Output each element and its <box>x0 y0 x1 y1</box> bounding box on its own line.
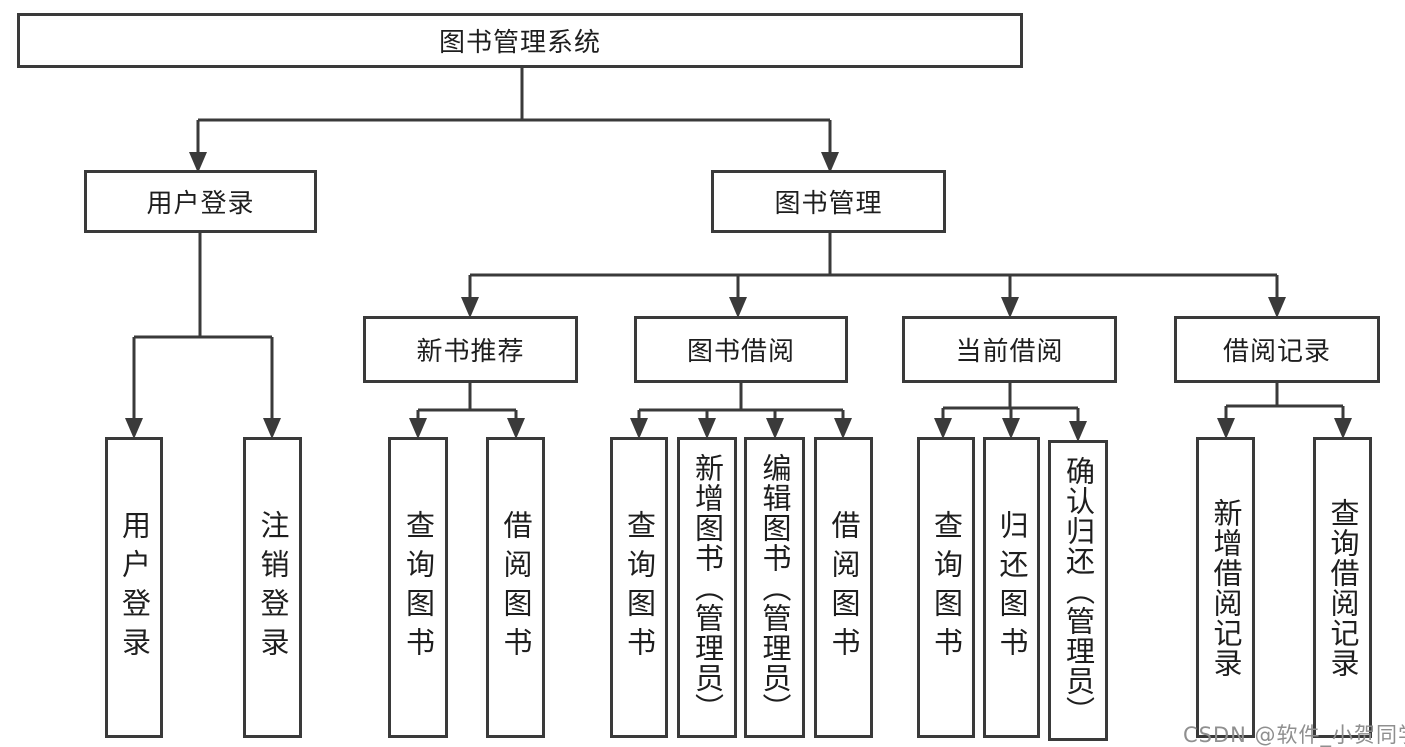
node-book-borrowing-label: 图书借阅 <box>686 337 795 367</box>
node-user-login: 用户登录 <box>84 170 317 233</box>
leaf-user-login: 用户登录 <box>105 437 163 738</box>
node-book-management: 图书管理 <box>711 170 946 233</box>
leaf-return-books: 归还图书 <box>983 437 1040 738</box>
leaf-edit-books-admin: 编辑图书（管理员） <box>744 437 805 738</box>
node-user-login-label: 用户登录 <box>146 189 255 219</box>
node-borrowing-records: 借阅记录 <box>1174 316 1380 383</box>
node-new-book-recommend-label: 新书推荐 <box>416 337 525 367</box>
node-borrowing-records-label: 借阅记录 <box>1222 337 1331 367</box>
leaf-logout: 注销登录 <box>243 437 302 738</box>
csdn-watermark: CSDN @软件_小贺同学 <box>1183 723 1405 747</box>
leaf-confirm-return-admin: 确认归还（管理员） <box>1048 440 1108 741</box>
leaf-borrow-books-recommend: 借阅图书 <box>486 437 545 738</box>
leaf-add-books-admin: 新增图书（管理员） <box>677 437 737 738</box>
leaf-add-borrow-record: 新增借阅记录 <box>1196 437 1255 738</box>
node-current-borrowing: 当前借阅 <box>902 316 1117 383</box>
node-root-label: 图书管理系统 <box>438 28 601 58</box>
leaf-query-books-borrowing: 查询图书 <box>610 437 668 738</box>
leaf-query-books-recommend: 查询图书 <box>388 437 448 738</box>
node-new-book-recommend: 新书推荐 <box>363 316 578 383</box>
leaf-borrow-books-borrowing: 借阅图书 <box>814 437 873 738</box>
leaf-query-books-current: 查询图书 <box>917 437 975 738</box>
leaf-query-borrow-record: 查询借阅记录 <box>1313 437 1372 738</box>
node-book-borrowing: 图书借阅 <box>634 316 848 383</box>
node-root: 图书管理系统 <box>17 13 1023 68</box>
arrowheads <box>125 152 1352 442</box>
node-current-borrowing-label: 当前借阅 <box>955 337 1064 367</box>
node-book-management-label: 图书管理 <box>774 189 883 219</box>
